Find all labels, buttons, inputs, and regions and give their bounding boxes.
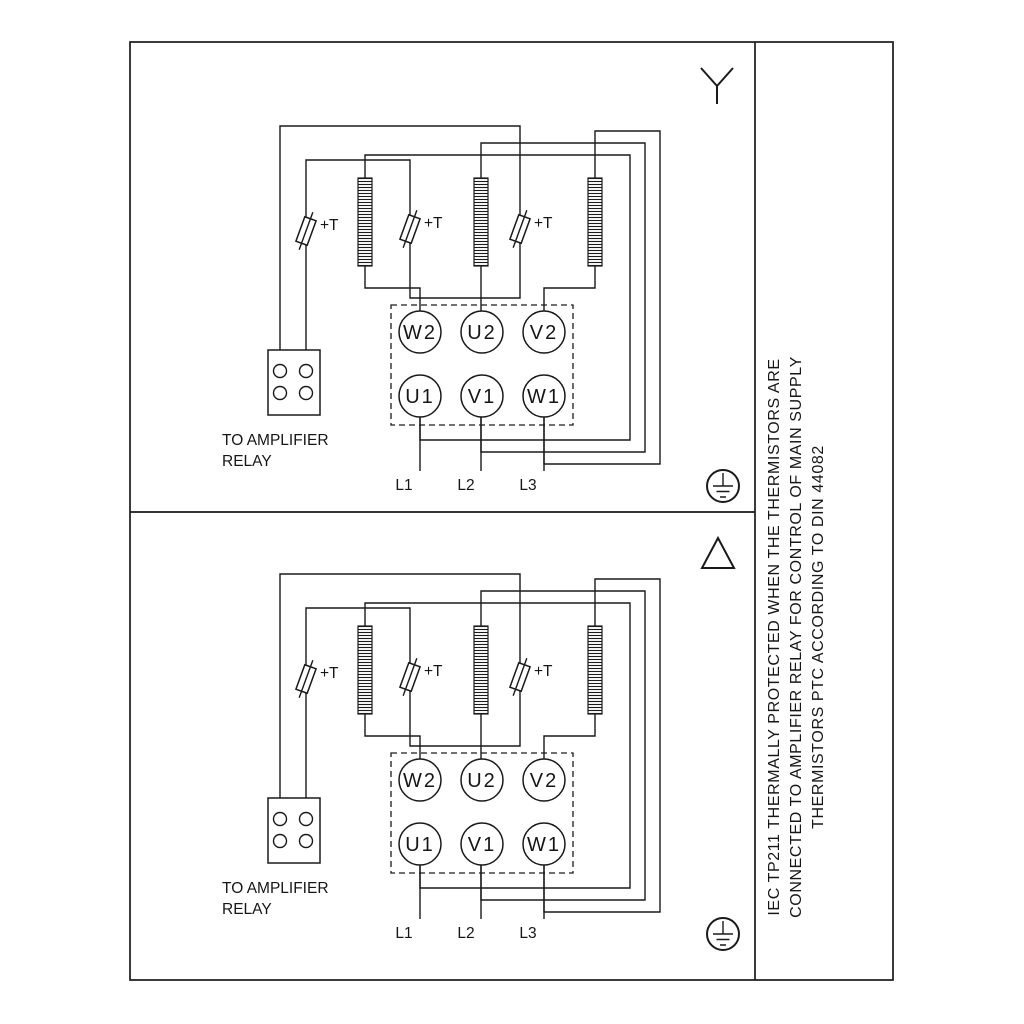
amplifier-relay-block (267, 797, 321, 864)
side-note: IEC TP211 THERMALLY PROTECTED WHEN THE T… (766, 356, 827, 918)
thermistor-label: +T (320, 217, 339, 234)
svg-text:W2: W2 (403, 322, 437, 344)
thermistor-icon (294, 659, 318, 699)
motor-winding-coil (357, 177, 373, 267)
thermistor-icon (294, 211, 318, 251)
svg-text:W1: W1 (527, 386, 561, 408)
terminal-u2: U2 (460, 310, 504, 354)
terminal-v2: V2 (522, 758, 566, 802)
terminal-u1: U1 (398, 822, 442, 866)
motor-winding-coil (587, 625, 603, 715)
supply-label-l2: L2 (457, 477, 474, 494)
svg-text:U2: U2 (467, 322, 497, 344)
svg-text:W2: W2 (403, 770, 437, 792)
relay-caption-line1: TO AMPLIFIER (222, 432, 329, 449)
side-note-line2: CONNECTED TO AMPLIFIER RELAY FOR CONTROL… (788, 356, 805, 918)
svg-text:V2: V2 (530, 770, 558, 792)
terminal-w1: W1 (522, 374, 566, 418)
terminal-w1: W1 (522, 822, 566, 866)
supply-label-l3: L3 (519, 477, 536, 494)
supply-label-l1: L1 (395, 477, 412, 494)
earth-ground-icon (706, 469, 740, 503)
supply-label-l3: L3 (519, 925, 536, 942)
thermistor-icon (508, 209, 532, 249)
svg-text:U1: U1 (405, 834, 435, 856)
thermistor-chain-wire (279, 573, 521, 798)
supply-label-l2: L2 (457, 925, 474, 942)
coil1-bottom-wire (364, 714, 421, 759)
motor-winding-coil (473, 625, 489, 715)
outer-border (129, 41, 894, 981)
svg-text:U2: U2 (467, 770, 497, 792)
panel-delta-connection: +T +T +T W2 U2 V2 U1 V1 W1 (222, 535, 740, 951)
thermistor-label: +T (424, 215, 443, 232)
terminal-u2: U2 (460, 758, 504, 802)
terminal-board-outline (390, 304, 574, 426)
thermistor-icon (398, 657, 422, 697)
star-icon (700, 67, 734, 104)
svg-text:V1: V1 (468, 834, 496, 856)
svg-text:U1: U1 (405, 386, 435, 408)
terminal-u1: U1 (398, 374, 442, 418)
earth-ground-icon (706, 917, 740, 951)
panel-star-connection: +T +T +T W2 U2 V2 U1 V1 W1 (222, 67, 740, 503)
terminal-v1: V1 (460, 374, 504, 418)
thermistor-label: +T (320, 665, 339, 682)
terminal-w2: W2 (398, 310, 442, 354)
thermistor-icon (398, 209, 422, 249)
motor-winding-coil (587, 177, 603, 267)
terminal-v2: V2 (522, 310, 566, 354)
svg-text:V2: V2 (530, 322, 558, 344)
terminal-w2: W2 (398, 758, 442, 802)
wiring (279, 573, 661, 919)
supply-label-l1: L1 (395, 925, 412, 942)
motor-winding-coil (473, 177, 489, 267)
motor-winding-coil (357, 625, 373, 715)
thermistor-label: +T (534, 663, 553, 680)
terminal-board-outline (390, 752, 574, 874)
wiring (279, 125, 661, 471)
thermistor-label: +T (424, 663, 443, 680)
drawing-frame (129, 41, 894, 981)
side-note-line3: THERMISTORS PTC ACCORDING TO DIN 44082 (810, 445, 827, 829)
relay-caption-line2: RELAY (222, 901, 272, 918)
thermistor-label: +T (534, 215, 553, 232)
coil3-bottom-wire (543, 714, 596, 759)
relay-caption-line2: RELAY (222, 453, 272, 470)
coil1-bottom-wire (364, 266, 421, 311)
coil3-bottom-wire (543, 266, 596, 311)
delta-icon (700, 535, 736, 569)
amplifier-relay-block (267, 349, 321, 416)
svg-text:W1: W1 (527, 834, 561, 856)
thermistor-chain-wire (279, 125, 521, 350)
thermistor-icon (508, 657, 532, 697)
svg-text:V1: V1 (468, 386, 496, 408)
side-note-line1: IEC TP211 THERMALLY PROTECTED WHEN THE T… (766, 358, 783, 915)
terminal-v1: V1 (460, 822, 504, 866)
relay-caption-line1: TO AMPLIFIER (222, 880, 329, 897)
